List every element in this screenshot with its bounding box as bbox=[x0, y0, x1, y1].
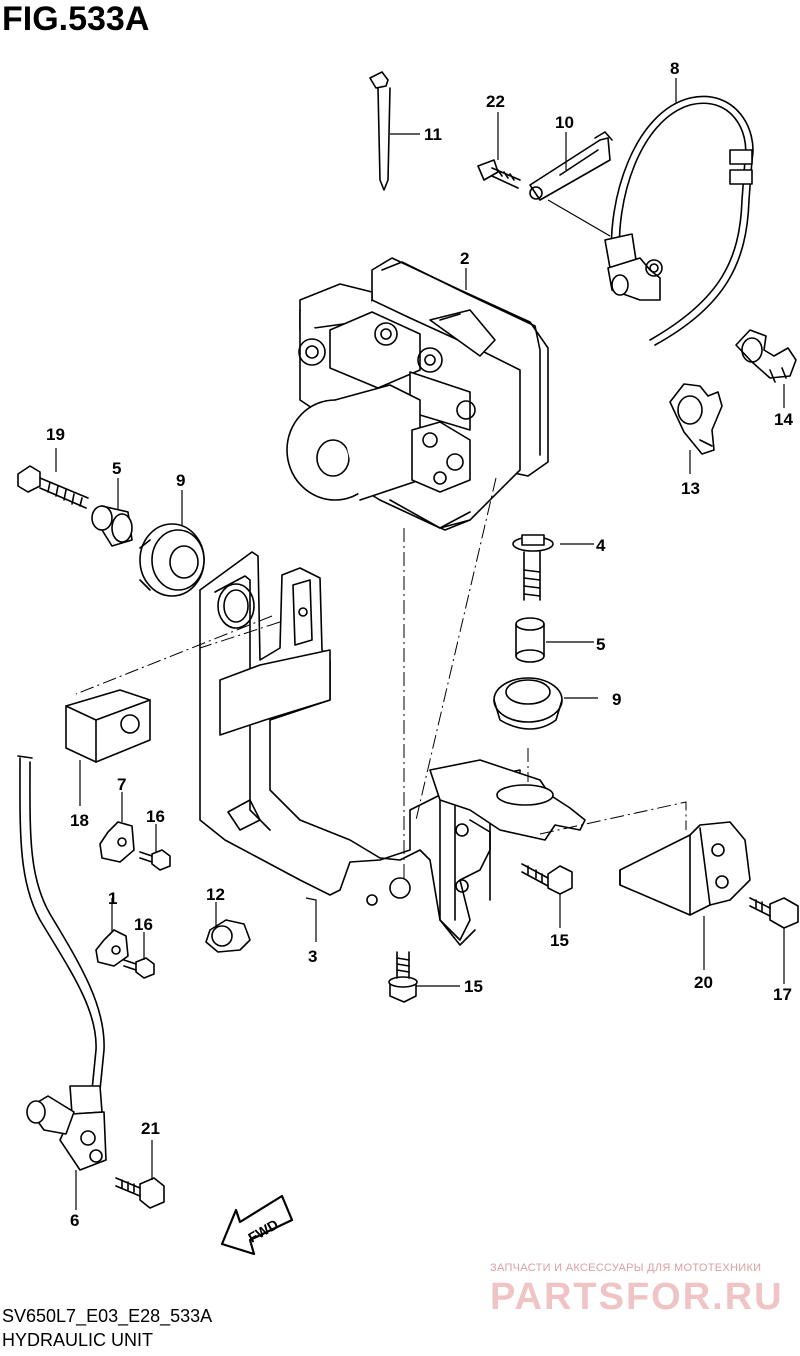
callout-12: 12 bbox=[206, 885, 225, 904]
grommet-part-9-lower bbox=[493, 677, 563, 730]
callout-4: 4 bbox=[596, 536, 606, 555]
collar-part-5-lower bbox=[515, 617, 545, 663]
bolt-part-16-lower bbox=[123, 957, 155, 979]
callout-17: 17 bbox=[773, 985, 792, 1004]
callout-14: 14 bbox=[774, 410, 793, 429]
assembly-center-lines bbox=[75, 477, 687, 880]
callout-21: 21 bbox=[141, 1119, 160, 1138]
bolt-part-16-upper bbox=[139, 849, 171, 871]
callout-16-lower: 16 bbox=[134, 915, 153, 934]
callout-18: 18 bbox=[70, 811, 89, 830]
bolt-part-4 bbox=[512, 534, 554, 601]
bolt-part-17 bbox=[749, 897, 799, 929]
callout-2: 2 bbox=[460, 249, 469, 268]
clip-part-1 bbox=[95, 929, 129, 967]
bolt-part-21 bbox=[115, 1177, 165, 1209]
watermark-tagline: ЗАПЧАСТИ И АКСЕССУАРЫ ДЛЯ МОТОТЕХНИКИ bbox=[490, 1262, 762, 1274]
clamp-part-13 bbox=[669, 383, 723, 455]
hydraulic-unit-part-2 bbox=[286, 257, 549, 531]
cable-tie-part-11 bbox=[369, 71, 391, 191]
callout-5-upper: 5 bbox=[112, 459, 121, 478]
callout-20: 20 bbox=[694, 973, 713, 992]
callout-22: 22 bbox=[486, 92, 505, 111]
bolt-part-15-lower bbox=[388, 951, 418, 1003]
callout-8: 8 bbox=[670, 59, 679, 78]
callout-labels: 1 2 3 4 5 5 6 7 8 9 9 10 11 12 13 14 15 … bbox=[46, 59, 793, 1230]
callout-9-lower: 9 bbox=[612, 690, 621, 709]
bolt-part-15-right bbox=[521, 863, 573, 895]
grommet-part-9-upper bbox=[139, 523, 205, 597]
callout-15-lower: 15 bbox=[464, 977, 483, 996]
forward-direction-arrow bbox=[220, 1194, 294, 1256]
callout-19: 19 bbox=[46, 425, 65, 444]
callout-13: 13 bbox=[681, 479, 700, 498]
callout-1: 1 bbox=[108, 889, 117, 908]
callout-15-right: 15 bbox=[550, 931, 569, 950]
clamp-part-12 bbox=[205, 919, 251, 953]
bolt-part-19 bbox=[17, 465, 89, 509]
callout-7: 7 bbox=[117, 775, 126, 794]
sensor-lead-part-6 bbox=[17, 755, 107, 1171]
clamp-part-10 bbox=[529, 131, 613, 201]
callout-5-lower: 5 bbox=[596, 635, 605, 654]
bracket-part-20 bbox=[619, 821, 751, 916]
leader-lines bbox=[55, 78, 785, 1210]
figure-title: FIG.533A bbox=[2, 0, 150, 38]
figure-code: SV650L7_E03_E28_533A bbox=[2, 1306, 213, 1326]
collar-part-5-upper bbox=[91, 505, 133, 547]
watermark-logo: PARTSFOR.RU bbox=[490, 1276, 784, 1318]
sensor-lead-part-8 bbox=[604, 95, 754, 346]
callout-11: 11 bbox=[424, 125, 442, 144]
block-part-18 bbox=[65, 689, 151, 763]
clip-part-7 bbox=[99, 821, 135, 863]
callout-9-upper: 9 bbox=[176, 471, 185, 490]
callout-10: 10 bbox=[555, 113, 574, 132]
figure-name: HYDRAULIC UNIT bbox=[2, 1330, 154, 1350]
callout-16-upper: 16 bbox=[146, 807, 165, 826]
callout-6: 6 bbox=[70, 1211, 79, 1230]
bolt-part-22 bbox=[477, 159, 521, 189]
bracket-part-3 bbox=[199, 551, 586, 946]
callout-3: 3 bbox=[308, 947, 317, 966]
clamp-part-14 bbox=[735, 329, 797, 383]
